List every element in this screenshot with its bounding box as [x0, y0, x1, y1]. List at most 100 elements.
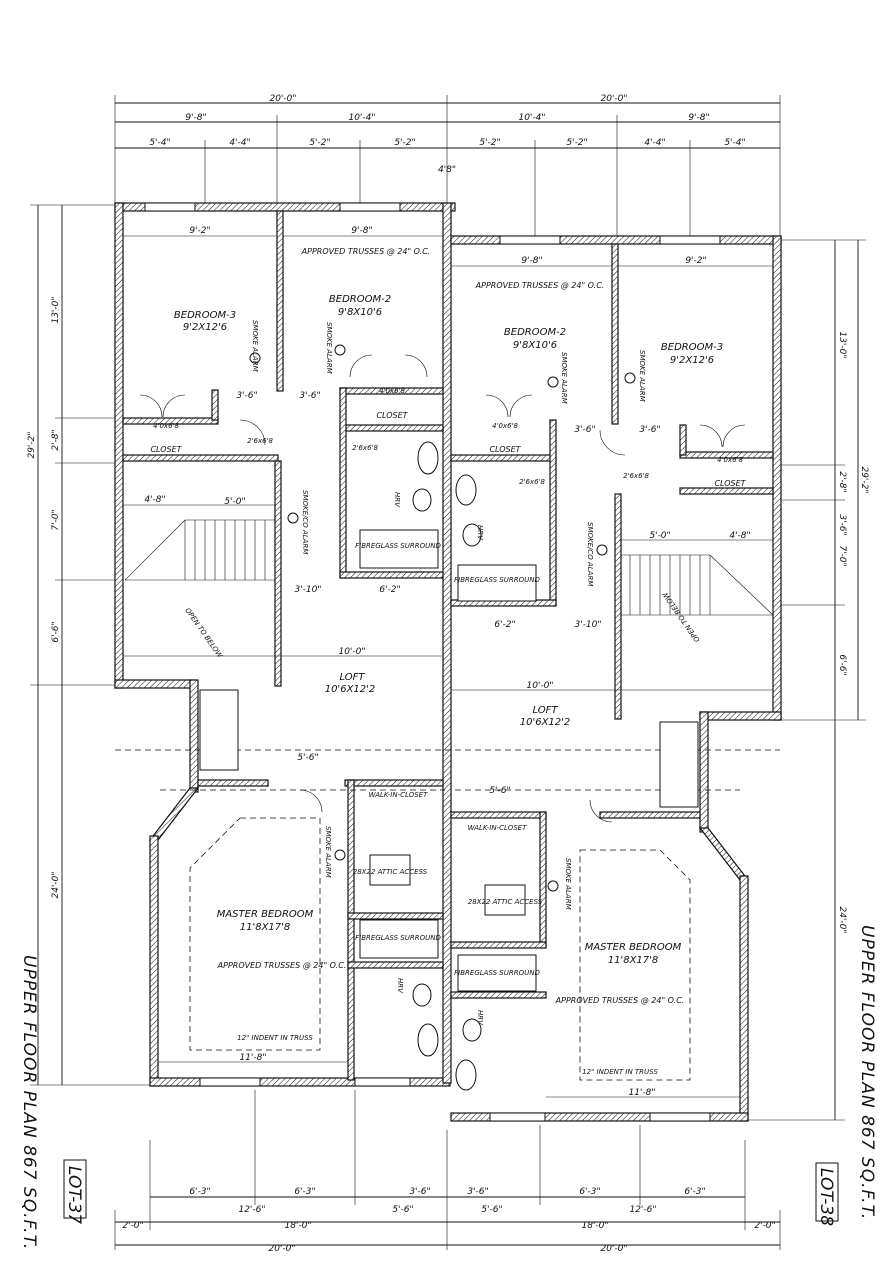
left-smoke2: SMOKE ALARM [325, 322, 333, 374]
smoke-alarm-icon [547, 880, 559, 892]
dim-side-3-6-right: 3'-6" [837, 514, 847, 535]
dim-3-6-left-a: 3'-6" [236, 391, 257, 401]
washer-dryer-left [199, 689, 239, 771]
dim-top-e: 5'-2" [479, 138, 500, 148]
right-lot-label: LOT-38 [816, 1168, 836, 1226]
door-swings [139, 354, 746, 823]
dim-top-h: 5'-4" [724, 138, 745, 148]
dim-bot-r7: 2'-0" [754, 1221, 775, 1231]
left-open-below: OPEN TO BELOW [183, 607, 224, 661]
smoke-alarm-icons [249, 344, 636, 892]
smoke-alarm-icon [624, 372, 636, 384]
dim-5-0-right: 5'-0" [649, 531, 670, 541]
left-walk-in: WALK-IN-CLOSET [369, 791, 428, 799]
stairs [123, 504, 774, 616]
door-2-6-b: 2'6x6'8 [352, 444, 378, 452]
top-dimensions: 20'-0" 20'-0" 9'-8" 10'-4" 10'-4" 9'-8" … [114, 94, 781, 240]
dim-bot-r5: 12'-6" [629, 1205, 656, 1215]
left-loft-size: 10'6X12'2 [325, 684, 376, 695]
right-plan-title: UPPER FLOOR PLAN 867 SQ.F.T. [857, 925, 877, 1220]
left-attic: 28X22 ATTIC ACCESS [353, 868, 428, 876]
right-loft-size: 10'6X12'2 [520, 717, 571, 728]
dim-bot-l2: 6'-3" [294, 1187, 315, 1197]
dim-top-a: 5'-4" [149, 138, 170, 148]
right-bedroom2-label: BEDROOM-2 [504, 327, 566, 338]
right-smoke-co: SMOKE/CO ALARM [586, 522, 594, 586]
right-hrv2: HRV [476, 1010, 484, 1026]
door-2-6-a: 2'6x6'8 [247, 437, 273, 445]
dim-side-13-left: 13'-0" [51, 296, 61, 323]
right-unit-walls [450, 235, 782, 1122]
smoke-alarm-icon [547, 376, 559, 388]
left-hrv1: HRV [393, 492, 401, 508]
dim-3-6-left-b: 3'-6" [299, 391, 320, 401]
right-smoke1: SMOKE ALARM [560, 352, 568, 404]
dim-side-6-6-right: 6'-6" [837, 654, 847, 675]
right-stair-treads [629, 554, 774, 616]
dim-side-2-8-right: 2'-8" [837, 471, 847, 492]
left-master-size: 11'8X17'8 [240, 922, 291, 933]
dim-bot-r3: 6'-3" [684, 1187, 705, 1197]
right-trusses-bottom: APPROVED TRUSSES @ 24" O.C. [555, 996, 685, 1005]
dim-bot-l5: 5'-6" [392, 1205, 413, 1215]
left-bedroom3-label: BEDROOM-3 [174, 310, 236, 321]
dim-side-29-left: 29'-2" [27, 431, 37, 458]
left-bedroom3-size: 9'2X12'6 [183, 322, 227, 333]
right-walk-in: WALK-IN-CLOSET [468, 824, 527, 832]
bottom-dimensions: 6'-3" 6'-3" 3'-6" 3'-6" 6'-3" 6'-3" 12'-… [114, 1090, 781, 1254]
dim-bot-r2: 6'-3" [579, 1187, 600, 1197]
dim-bot-l3: 3'-6" [409, 1187, 430, 1197]
dim-top-f: 5'-2" [566, 138, 587, 148]
dim-side-24-left: 24'-0" [51, 871, 61, 898]
right-master-label: MASTER BEDROOM [585, 942, 682, 953]
right-smoke2: SMOKE ALARM [638, 350, 646, 402]
dim-top-total-right: 20'-0" [600, 94, 627, 104]
right-fibreglass1: FIBREGLASS SURROUND [454, 576, 540, 584]
dim-top-l1: 9'-8" [185, 113, 206, 123]
dim-bot-total-right: 20'-0" [600, 1244, 627, 1254]
dim-6-2-left: 6'-2" [379, 585, 400, 595]
left-fibreglass1: FIBREGLASS SURROUND [355, 542, 441, 550]
smoke-alarm-icon [249, 352, 261, 364]
right-open-below: OPEN TO BELOW [661, 590, 702, 644]
door-4x6-8-d: 4'0x6'8 [717, 456, 743, 464]
right-bedroom3-label: BEDROOM-3 [661, 342, 723, 353]
right-bedroom3-size: 9'2X12'6 [670, 355, 714, 366]
dim-5-0-left: 5'-0" [224, 497, 245, 507]
fixtures [199, 441, 699, 1091]
right-master-size: 11'8X17'8 [608, 955, 659, 966]
left-closet1: CLOSET [150, 445, 182, 454]
dim-3-6-right-b: 3'-6" [639, 425, 660, 435]
tub-right-upper [457, 564, 537, 602]
washer-dryer-right [659, 721, 699, 808]
attic-hatch-left [369, 854, 411, 886]
left-plan-title: UPPER FLOOR PLAN 867 SQ.F.T. [19, 955, 39, 1250]
dim-4-8-right: 4'-8" [729, 531, 750, 541]
tub-left-upper [359, 529, 439, 569]
right-hrv1: HRV [476, 525, 484, 541]
door-4x6-8-a: 4'0x6'8 [153, 422, 179, 430]
left-bedroom2-size: 9'8X10'6 [338, 307, 382, 318]
dim-top-b: 4'-4" [229, 138, 250, 148]
door-4x6-8-b: 4'0x6'8 [379, 387, 405, 395]
left-master-label: MASTER BEDROOM [217, 909, 314, 920]
dim-bot-r1: 3'-6" [467, 1187, 488, 1197]
dim-4-8-left: 4'-8" [144, 495, 165, 505]
left-smoke-co: SMOKE/CO ALARM [301, 490, 309, 554]
dim-top-r2: 9'-8" [688, 113, 709, 123]
left-fibreglass2: FIBREGLASS SURROUND [355, 934, 441, 942]
right-smoke3: SMOKE ALARM [564, 858, 572, 910]
left-smoke3: SMOKE ALARM [324, 826, 332, 878]
dim-side-24-right: 24'-0" [837, 906, 847, 933]
dim-bot-l7: 18'-0" [284, 1221, 311, 1231]
dim-in-9-2-right: 9'-2" [685, 256, 706, 266]
dim-bot-l1: 6'-3" [189, 1187, 210, 1197]
left-lot-label: LOT-37 [64, 1166, 84, 1224]
tub-left-lower [359, 919, 439, 959]
dim-side-7-left: 7'-0" [51, 509, 61, 530]
dim-3-10-left: 3'-10" [294, 585, 321, 595]
door-2-6-c: 2'6x6'8 [519, 478, 545, 486]
smoke-alarm-icon [596, 544, 608, 556]
dim-loft-10-left: 10'-0" [338, 647, 365, 657]
